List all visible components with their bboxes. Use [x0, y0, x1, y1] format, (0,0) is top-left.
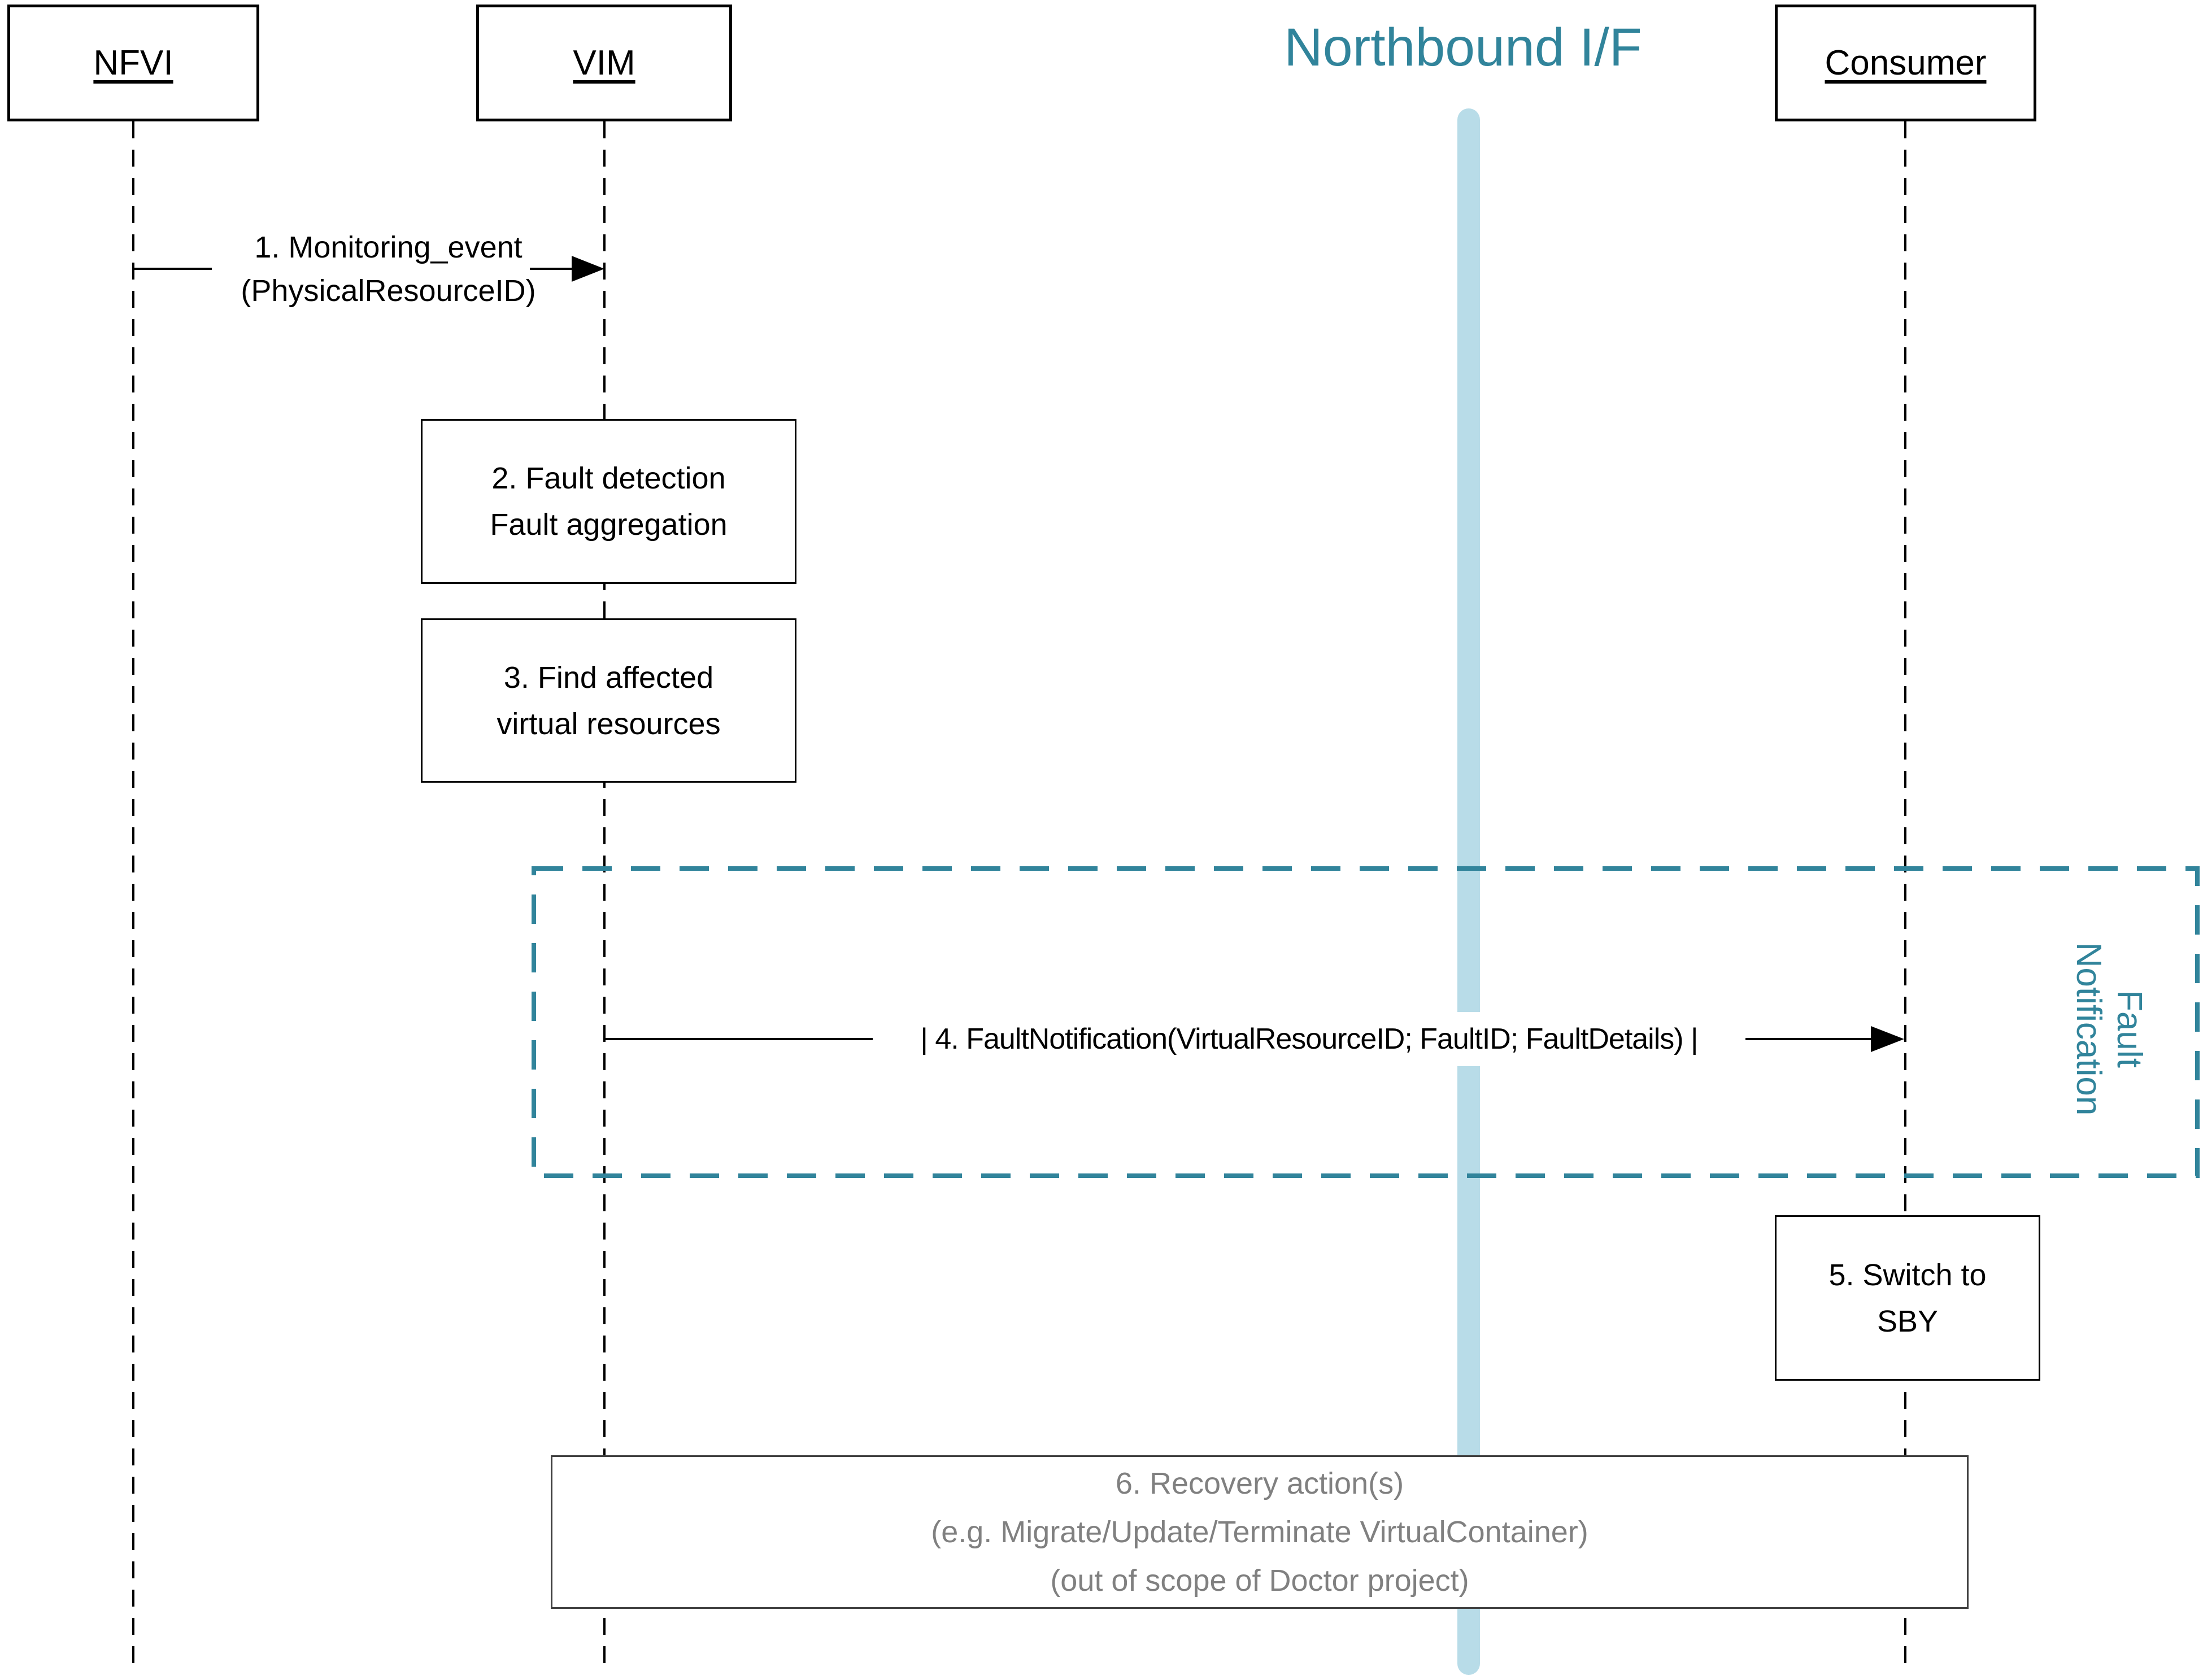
- message1-label: 1. Monitoring_event (PhysicalResourceID): [186, 226, 590, 313]
- fault-notification-label-line2: Notification: [2069, 942, 2108, 1116]
- activity-switch-to-sby-line1: 5. Switch to: [1828, 1258, 1987, 1292]
- participant-vim-label: VIM: [573, 43, 635, 82]
- fault-notification-label: Fault Notification: [2065, 859, 2149, 1198]
- fault-notification-label-line1: Fault: [2110, 990, 2149, 1068]
- fault-notification-frame: [532, 866, 2200, 1178]
- activity-fault-detection-line1: 2. Fault detection: [491, 461, 726, 495]
- activity-find-affected-resources: 3. Find affected virtual resources: [421, 618, 796, 783]
- activity-fault-detection-line2: Fault aggregation: [490, 508, 728, 542]
- message1-arrowhead: [572, 256, 604, 282]
- activity-switch-to-sby-line2: SBY: [1877, 1304, 1939, 1338]
- northbound-interface-title: Northbound I/F: [1284, 18, 1642, 77]
- participant-consumer-label: Consumer: [1825, 43, 1987, 82]
- activity-find-affected-line2: virtual resources: [497, 706, 721, 741]
- activity-recovery-line3: (out of scope of Doctor project): [1050, 1564, 1469, 1598]
- activity-recovery-actions: 6. Recovery action(s) (e.g. Migrate/Upda…: [551, 1455, 1969, 1609]
- message4-arrowhead: [1871, 1026, 1904, 1052]
- activity-recovery-line1: 6. Recovery action(s): [1115, 1467, 1404, 1500]
- activity-fault-detection: 2. Fault detection Fault aggregation: [421, 419, 796, 584]
- activity-recovery-line2: (e.g. Migrate/Update/Terminate VirtualCo…: [931, 1515, 1588, 1549]
- activity-find-affected-line1: 3. Find affected: [503, 660, 714, 695]
- participant-vim: VIM: [476, 5, 732, 121]
- northbound-band: [1457, 108, 1480, 1675]
- participant-nfvi-label: NFVI: [93, 43, 173, 82]
- message4-label: | 4. FaultNotification(VirtualResourceID…: [873, 1012, 1745, 1066]
- message1-label-line1: 1. Monitoring_event: [254, 230, 523, 264]
- participant-nfvi: NFVI: [7, 5, 259, 121]
- participant-consumer: Consumer: [1775, 5, 2036, 121]
- activity-switch-to-sby: 5. Switch to SBY: [1775, 1215, 2040, 1381]
- message1-label-line2: (PhysicalResourceID): [241, 274, 536, 308]
